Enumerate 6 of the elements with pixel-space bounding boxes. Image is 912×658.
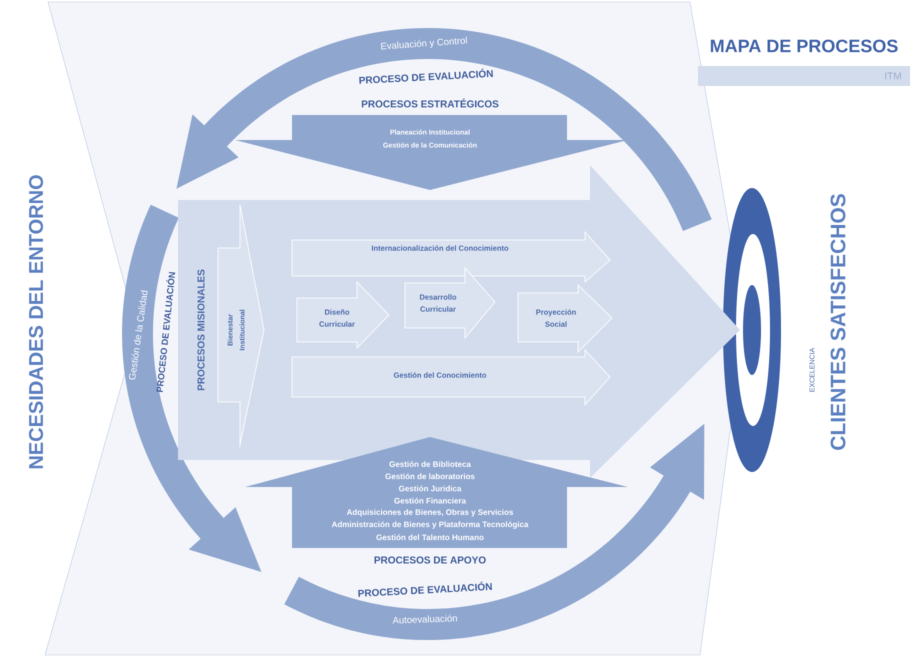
side-title: NECESIDADES DEL ENTORNO bbox=[28, 175, 44, 468]
side-title: CLIENTES SATISFECHOS bbox=[830, 194, 846, 450]
node-label: PROCESOS DE APOYO bbox=[374, 556, 486, 564]
node-label: PROCESOS ESTRATÉGICOS bbox=[362, 98, 498, 108]
page-title: MAPA DE PROCESOS bbox=[710, 40, 898, 52]
title-band: ITM bbox=[698, 66, 910, 86]
